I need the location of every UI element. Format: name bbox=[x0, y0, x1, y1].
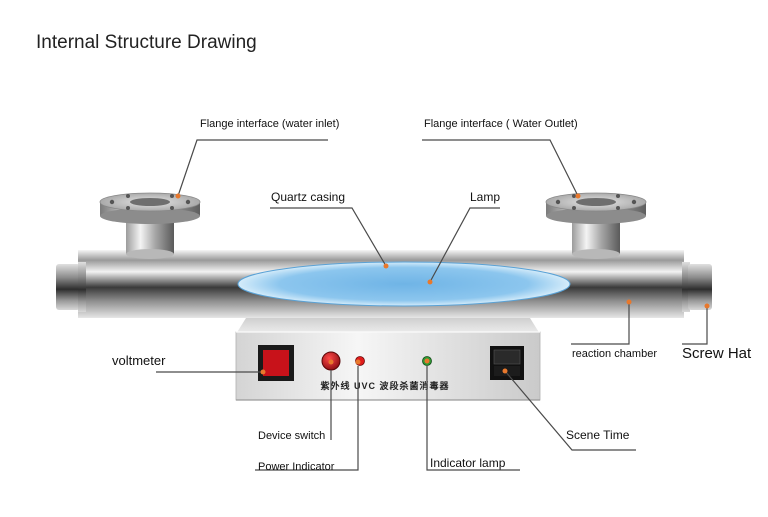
marker-dots bbox=[175, 193, 710, 375]
label-quartz-casing: Quartz casing bbox=[271, 190, 346, 204]
label-reaction-chamber: reaction chamber bbox=[572, 348, 657, 360]
left-end-cap bbox=[56, 262, 86, 312]
inlet-flange bbox=[99, 192, 201, 259]
label-flange-inlet: Flange interface (water inlet) bbox=[200, 118, 340, 130]
label-screw-hat: Screw Hat bbox=[682, 345, 752, 362]
control-box bbox=[235, 318, 541, 401]
label-scene-time: Scene Time bbox=[566, 428, 630, 442]
label-flange-outlet: Flange interface ( Water Outlet) bbox=[424, 118, 578, 130]
scene-time-display bbox=[490, 346, 524, 380]
diagram-title: Internal Structure Drawing bbox=[36, 32, 257, 53]
label-power-indicator: Power Indicator bbox=[258, 461, 335, 473]
leader-lines bbox=[156, 139, 708, 471]
screw-hat-cap bbox=[682, 262, 712, 312]
panel-inscription: 紫外线 UVC 波段杀菌消毒器 bbox=[320, 380, 449, 391]
quartz-casing-glow bbox=[237, 261, 571, 307]
outlet-flange bbox=[545, 192, 647, 259]
label-indicator-lamp: Indicator lamp bbox=[430, 456, 506, 470]
label-lamp: Lamp bbox=[470, 190, 501, 204]
label-device-switch: Device switch bbox=[258, 430, 326, 442]
label-voltmeter: voltmeter bbox=[112, 353, 166, 368]
voltmeter-display bbox=[258, 345, 294, 381]
